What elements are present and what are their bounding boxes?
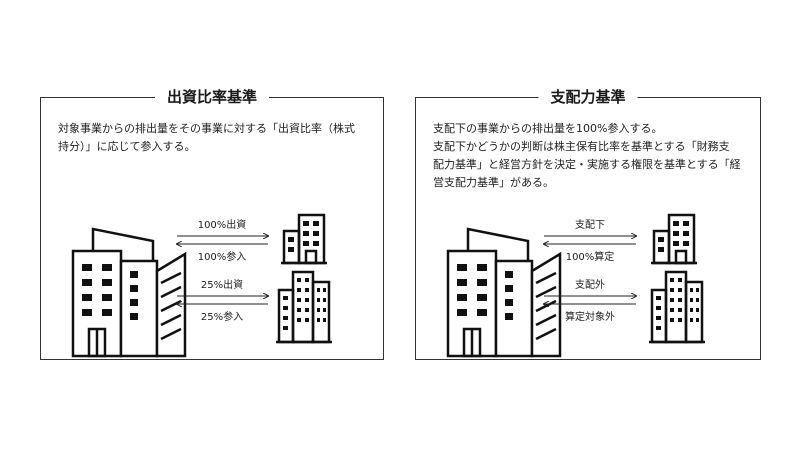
flow-label-bottom: 25%参入 — [201, 310, 243, 323]
small-building-icon — [281, 213, 327, 265]
description-line: 支配下の事業からの排出量を100%参入する。 — [433, 122, 663, 135]
equity-share-panel: 出資比率基準 対象事業からの排出量をその事業に対する「出資比率（株式 持分）」に… — [40, 86, 384, 360]
flow-label-bottom: 100%算定 — [566, 250, 615, 263]
control-panel: 支配力基準 支配下の事業からの排出量を100%参入する。 支配下かどうかの判断は… — [415, 86, 761, 360]
small-building-icon — [651, 213, 697, 265]
panel-description: 支配下の事業からの排出量を100%参入する。 支配下かどうかの判断は株主保有比率… — [433, 120, 748, 192]
description-line: 持分）」に応じて参入する。 — [58, 140, 196, 153]
city-buildings-icon — [276, 270, 332, 344]
office-buildings-icon — [446, 227, 562, 358]
panel-title: 支配力基準 — [538, 86, 638, 108]
description-line: 営支配力基準」がある。 — [433, 176, 554, 189]
panel-title: 出資比率基準 — [154, 86, 270, 108]
flow-label-top: 支配外 — [575, 279, 605, 291]
flow-label-bottom: 100%参入 — [198, 250, 247, 263]
description-line: 対象事業からの排出量をその事業に対する「出資比率（株式 — [58, 122, 355, 135]
flow-label-top: 100%出資 — [198, 218, 247, 231]
flow-label-top: 25%出資 — [201, 278, 243, 291]
control-diagram: 支配下 100%算定 支配外 算定対象外 — [446, 213, 705, 358]
city-buildings-icon — [649, 270, 705, 344]
equity-diagram: 100%出資 100%参入 25%出資 25%参入 — [71, 213, 332, 358]
flow-label-top: 支配下 — [575, 219, 605, 231]
flow-label-bottom: 算定対象外 — [565, 310, 615, 323]
panel-description: 対象事業からの排出量をその事業に対する「出資比率（株式 持分）」に応じて参入する… — [58, 120, 371, 156]
description-line: 支配下かどうかの判断は株主保有比率を基準とする「財務支 — [433, 140, 730, 153]
office-buildings-icon — [71, 227, 187, 358]
description-line: 配力基準」と経営方針を決定・実施する権限を基準とする「経 — [433, 158, 741, 171]
